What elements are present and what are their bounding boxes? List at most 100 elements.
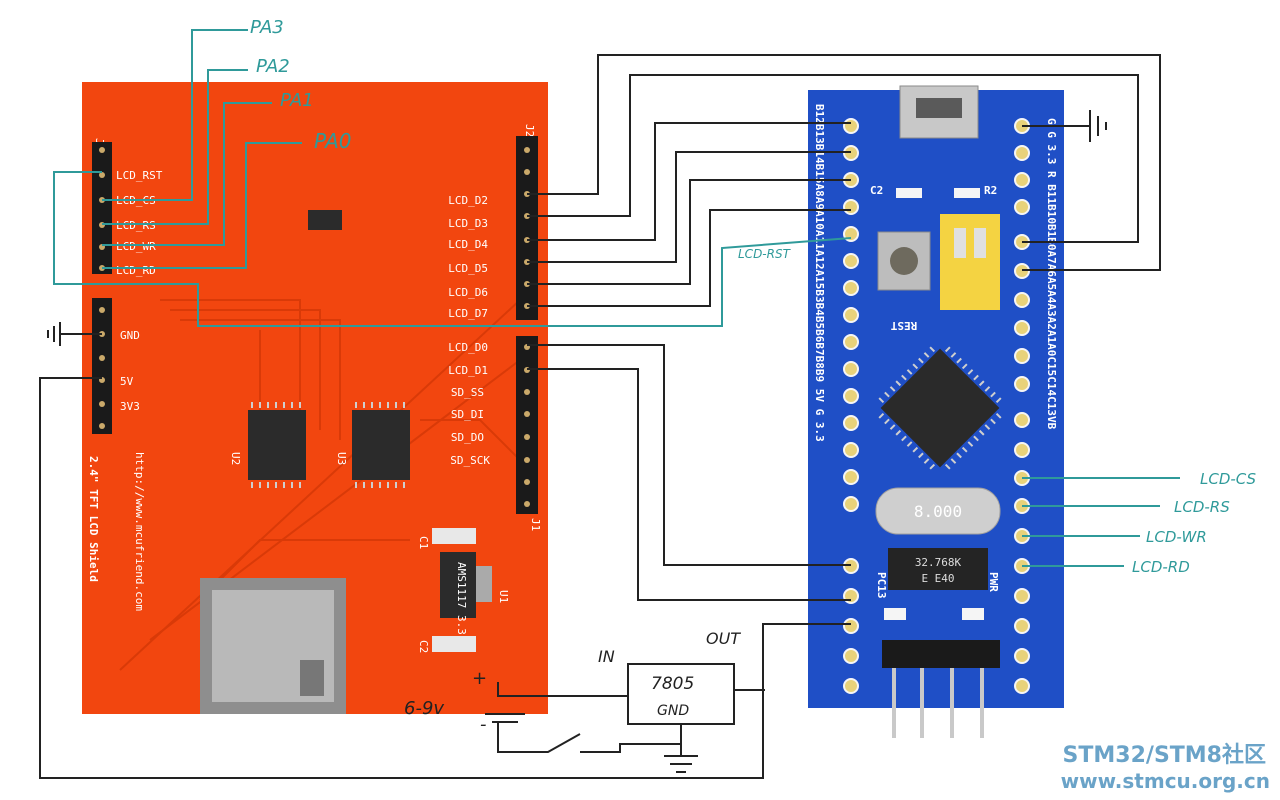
gnd-symbol-shield (47, 322, 61, 346)
wire-d7 (527, 209, 851, 307)
swd-header-pins (892, 668, 984, 738)
label-minus: - (480, 714, 487, 735)
rtc-crystal-label: 32.768K (915, 556, 962, 569)
crystal-8mhz (875, 487, 1001, 535)
pin-lcd-d2: LCD_D2 (448, 194, 488, 207)
led-pwr (962, 608, 984, 620)
pin-5v: 5V (120, 375, 134, 388)
wire-d6 (527, 179, 851, 285)
stm32-right-pins (1014, 118, 1030, 694)
header-j2 (516, 136, 538, 320)
pin-lcd-d7: LCD_D7 (448, 307, 488, 320)
label-reg-out: OUT (706, 629, 741, 648)
shield-url: http://www.mcufriend.com (133, 452, 146, 611)
header-j2-label: J2 (523, 124, 536, 137)
rtc-crystal-sub: E E40 (921, 572, 954, 585)
tft-lcd-shield: J3 LCD_RST LCD_CS LCD_RS LCD_WR LCD_RD G… (82, 82, 548, 714)
chip-c1-label: C1 (417, 536, 430, 549)
boot-jumpers[interactable] (940, 214, 1000, 310)
pin-lcd-d5: LCD_D5 (448, 262, 488, 275)
battery-symbol (485, 713, 525, 723)
label-pa2: PA2 (256, 56, 290, 77)
chip-u2-label: U2 (229, 452, 242, 465)
gnd-symbol-reg (664, 744, 698, 773)
shield-title: 2.4" TFT LCD Shield (87, 456, 100, 582)
pin-gnd: GND (120, 329, 140, 342)
gnd-symbol-stm32 (1089, 110, 1107, 142)
jumper-boot0[interactable] (954, 228, 966, 258)
data-bus-wires (39, 54, 1161, 779)
label-plus: + (472, 668, 487, 689)
label-battery: 6-9v (404, 698, 444, 719)
wire-rd-pa0 (102, 142, 302, 269)
rtc-crystal (888, 548, 988, 590)
smd-r2 (954, 188, 980, 198)
wire-d4 (527, 122, 851, 241)
label-reg-gnd: GND (657, 703, 689, 719)
label-pa1: PA1 (280, 90, 314, 111)
smd-c2 (896, 188, 922, 198)
pin-sd-sck: SD_SCK (450, 454, 490, 467)
wire-lcd-rst (53, 171, 852, 327)
regulator-tab (476, 566, 492, 602)
pin-lcd-wr: LCD_WR (116, 240, 156, 253)
label-reg-in: IN (598, 647, 615, 666)
chip-c2-label: C2 (417, 640, 430, 653)
micro-usb-port (916, 98, 962, 118)
label-lcd-rd-annot: LCD-RD (1132, 558, 1190, 576)
pin-lcd-rs: LCD_RS (116, 219, 156, 232)
label-lcd-cs-annot: LCD-CS (1200, 470, 1257, 488)
pin-lcd-d3: LCD_D3 (448, 217, 488, 230)
reset-button-cap[interactable] (890, 247, 918, 275)
label-lcd-wr-annot: LCD-WR (1146, 528, 1207, 546)
wire-d0 (527, 344, 851, 566)
pin-sd-ss: SD_SS (451, 386, 484, 399)
wire-d3 (527, 74, 1139, 243)
label-pc13: PC13 (875, 572, 888, 599)
chip-legs (251, 402, 405, 488)
label-lcd-rs-annot: LCD-RS (1174, 498, 1230, 516)
pin-sd-di: SD_DI (451, 408, 484, 421)
header-j3 (92, 142, 112, 274)
wire-wr-pa1 (102, 102, 272, 246)
pin-sd-do: SD_DO (451, 431, 484, 444)
pin-lcd-rd: LCD_RD (116, 264, 156, 277)
wire-rs-pa2 (102, 69, 248, 225)
watermark-title: STM32/STM8社区 (1063, 742, 1266, 768)
pin-lcd-d4: LCD_D4 (448, 238, 488, 251)
swd-header (882, 640, 1000, 668)
reset-label: REST (890, 319, 917, 332)
jumper-boot1[interactable] (974, 228, 986, 258)
chip-u1-label: U1 (497, 590, 510, 603)
crystal-label: 8.000 (914, 502, 962, 521)
header-j1-label: J1 (529, 518, 542, 531)
wire-d1 (527, 368, 851, 601)
wire-battery-plus (497, 682, 628, 697)
wire-battery-minus-switch (497, 722, 682, 753)
cap-c2 (432, 636, 476, 652)
wire-cs-pa3 (102, 29, 248, 201)
label-lcd-rst-annot: LCD-RST (738, 247, 792, 261)
label-pwr: PWR (987, 572, 1000, 592)
pin-lcd-rst: LCD_RST (116, 169, 163, 182)
chip-u3-label: U3 (335, 452, 348, 465)
label-pa3: PA3 (250, 17, 284, 38)
chip-u2 (248, 410, 306, 480)
led-pc13 (884, 608, 906, 620)
chip-u3 (352, 410, 410, 480)
reg-u1-text: AMS1117 3.3 (455, 562, 468, 635)
watermark-url: www.stmcu.org.cn (1061, 769, 1270, 793)
wire-d2 (527, 54, 1161, 271)
mcu-chip (878, 346, 1002, 470)
label-c2: C2 (870, 184, 883, 197)
stm32-left-pin-labels: B12B13B14B15A8A9A10A11A12A15B3B4B5B6B7B8… (813, 104, 826, 442)
wire-d5 (527, 151, 851, 263)
control-wires (53, 29, 1180, 567)
stm32-right-pin-labels: G G 3.3 R B11B10B1B0A7A6A5A4A3A2A1A0C15C… (1045, 118, 1058, 430)
header-j4 (92, 298, 112, 434)
label-pa0: PA0 (314, 129, 351, 153)
pin-3v3: 3V3 (120, 400, 140, 413)
label-r2: R2 (984, 184, 997, 197)
regulator-u1 (440, 552, 476, 618)
stm32-board: B12B13B14B15A8A9A10A11A12A15B3B4B5B6B7B8… (808, 85, 1064, 738)
